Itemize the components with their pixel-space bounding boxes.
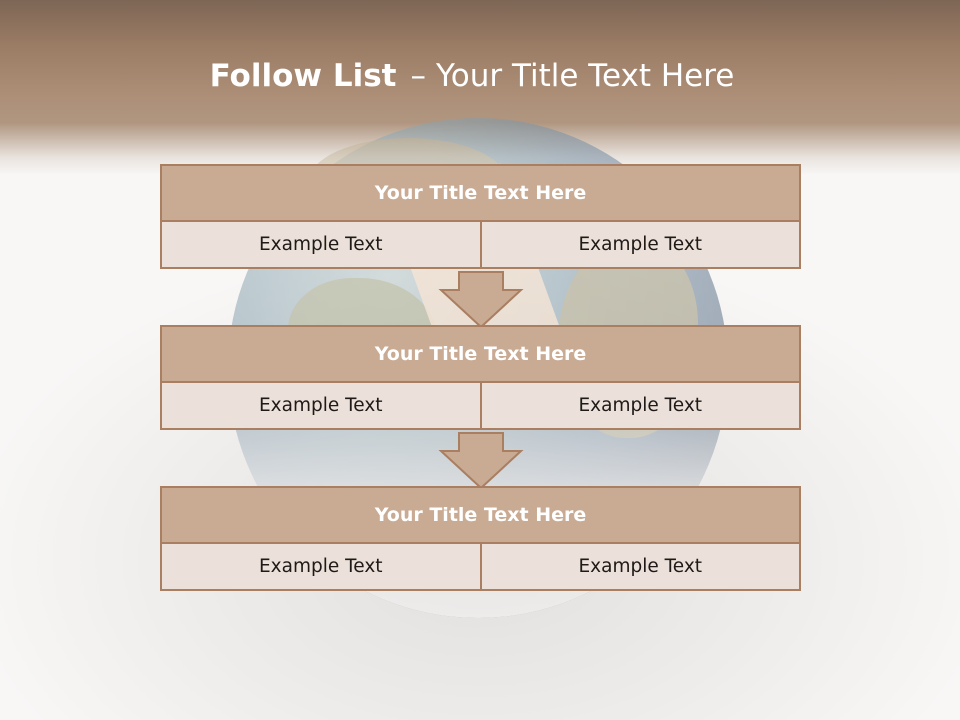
- list-group-1: Your Title Text Here Example Text Exampl…: [160, 164, 801, 269]
- down-arrow-icon: [438, 432, 524, 490]
- slide-title: Follow List–Your Title Text Here: [0, 56, 944, 96]
- group-title: Your Title Text Here: [160, 164, 801, 222]
- slide-title-rest: Your Title Text Here: [435, 58, 735, 94]
- group-cell-left: Example Text: [160, 381, 482, 430]
- group-cell-right: Example Text: [479, 220, 801, 269]
- group-row: Example Text Example Text: [160, 220, 801, 269]
- list-group-3: Your Title Text Here Example Text Exampl…: [160, 486, 801, 591]
- group-title: Your Title Text Here: [160, 486, 801, 544]
- group-row: Example Text Example Text: [160, 381, 801, 430]
- slide-title-bold: Follow List: [209, 58, 397, 94]
- group-cell-right: Example Text: [479, 542, 801, 591]
- group-cell-left: Example Text: [160, 542, 482, 591]
- group-row: Example Text Example Text: [160, 542, 801, 591]
- slide-title-dash: –: [410, 58, 426, 94]
- group-cell-left: Example Text: [160, 220, 482, 269]
- down-arrow-icon: [438, 271, 524, 329]
- list-group-2: Your Title Text Here Example Text Exampl…: [160, 325, 801, 430]
- group-cell-right: Example Text: [479, 381, 801, 430]
- group-title: Your Title Text Here: [160, 325, 801, 383]
